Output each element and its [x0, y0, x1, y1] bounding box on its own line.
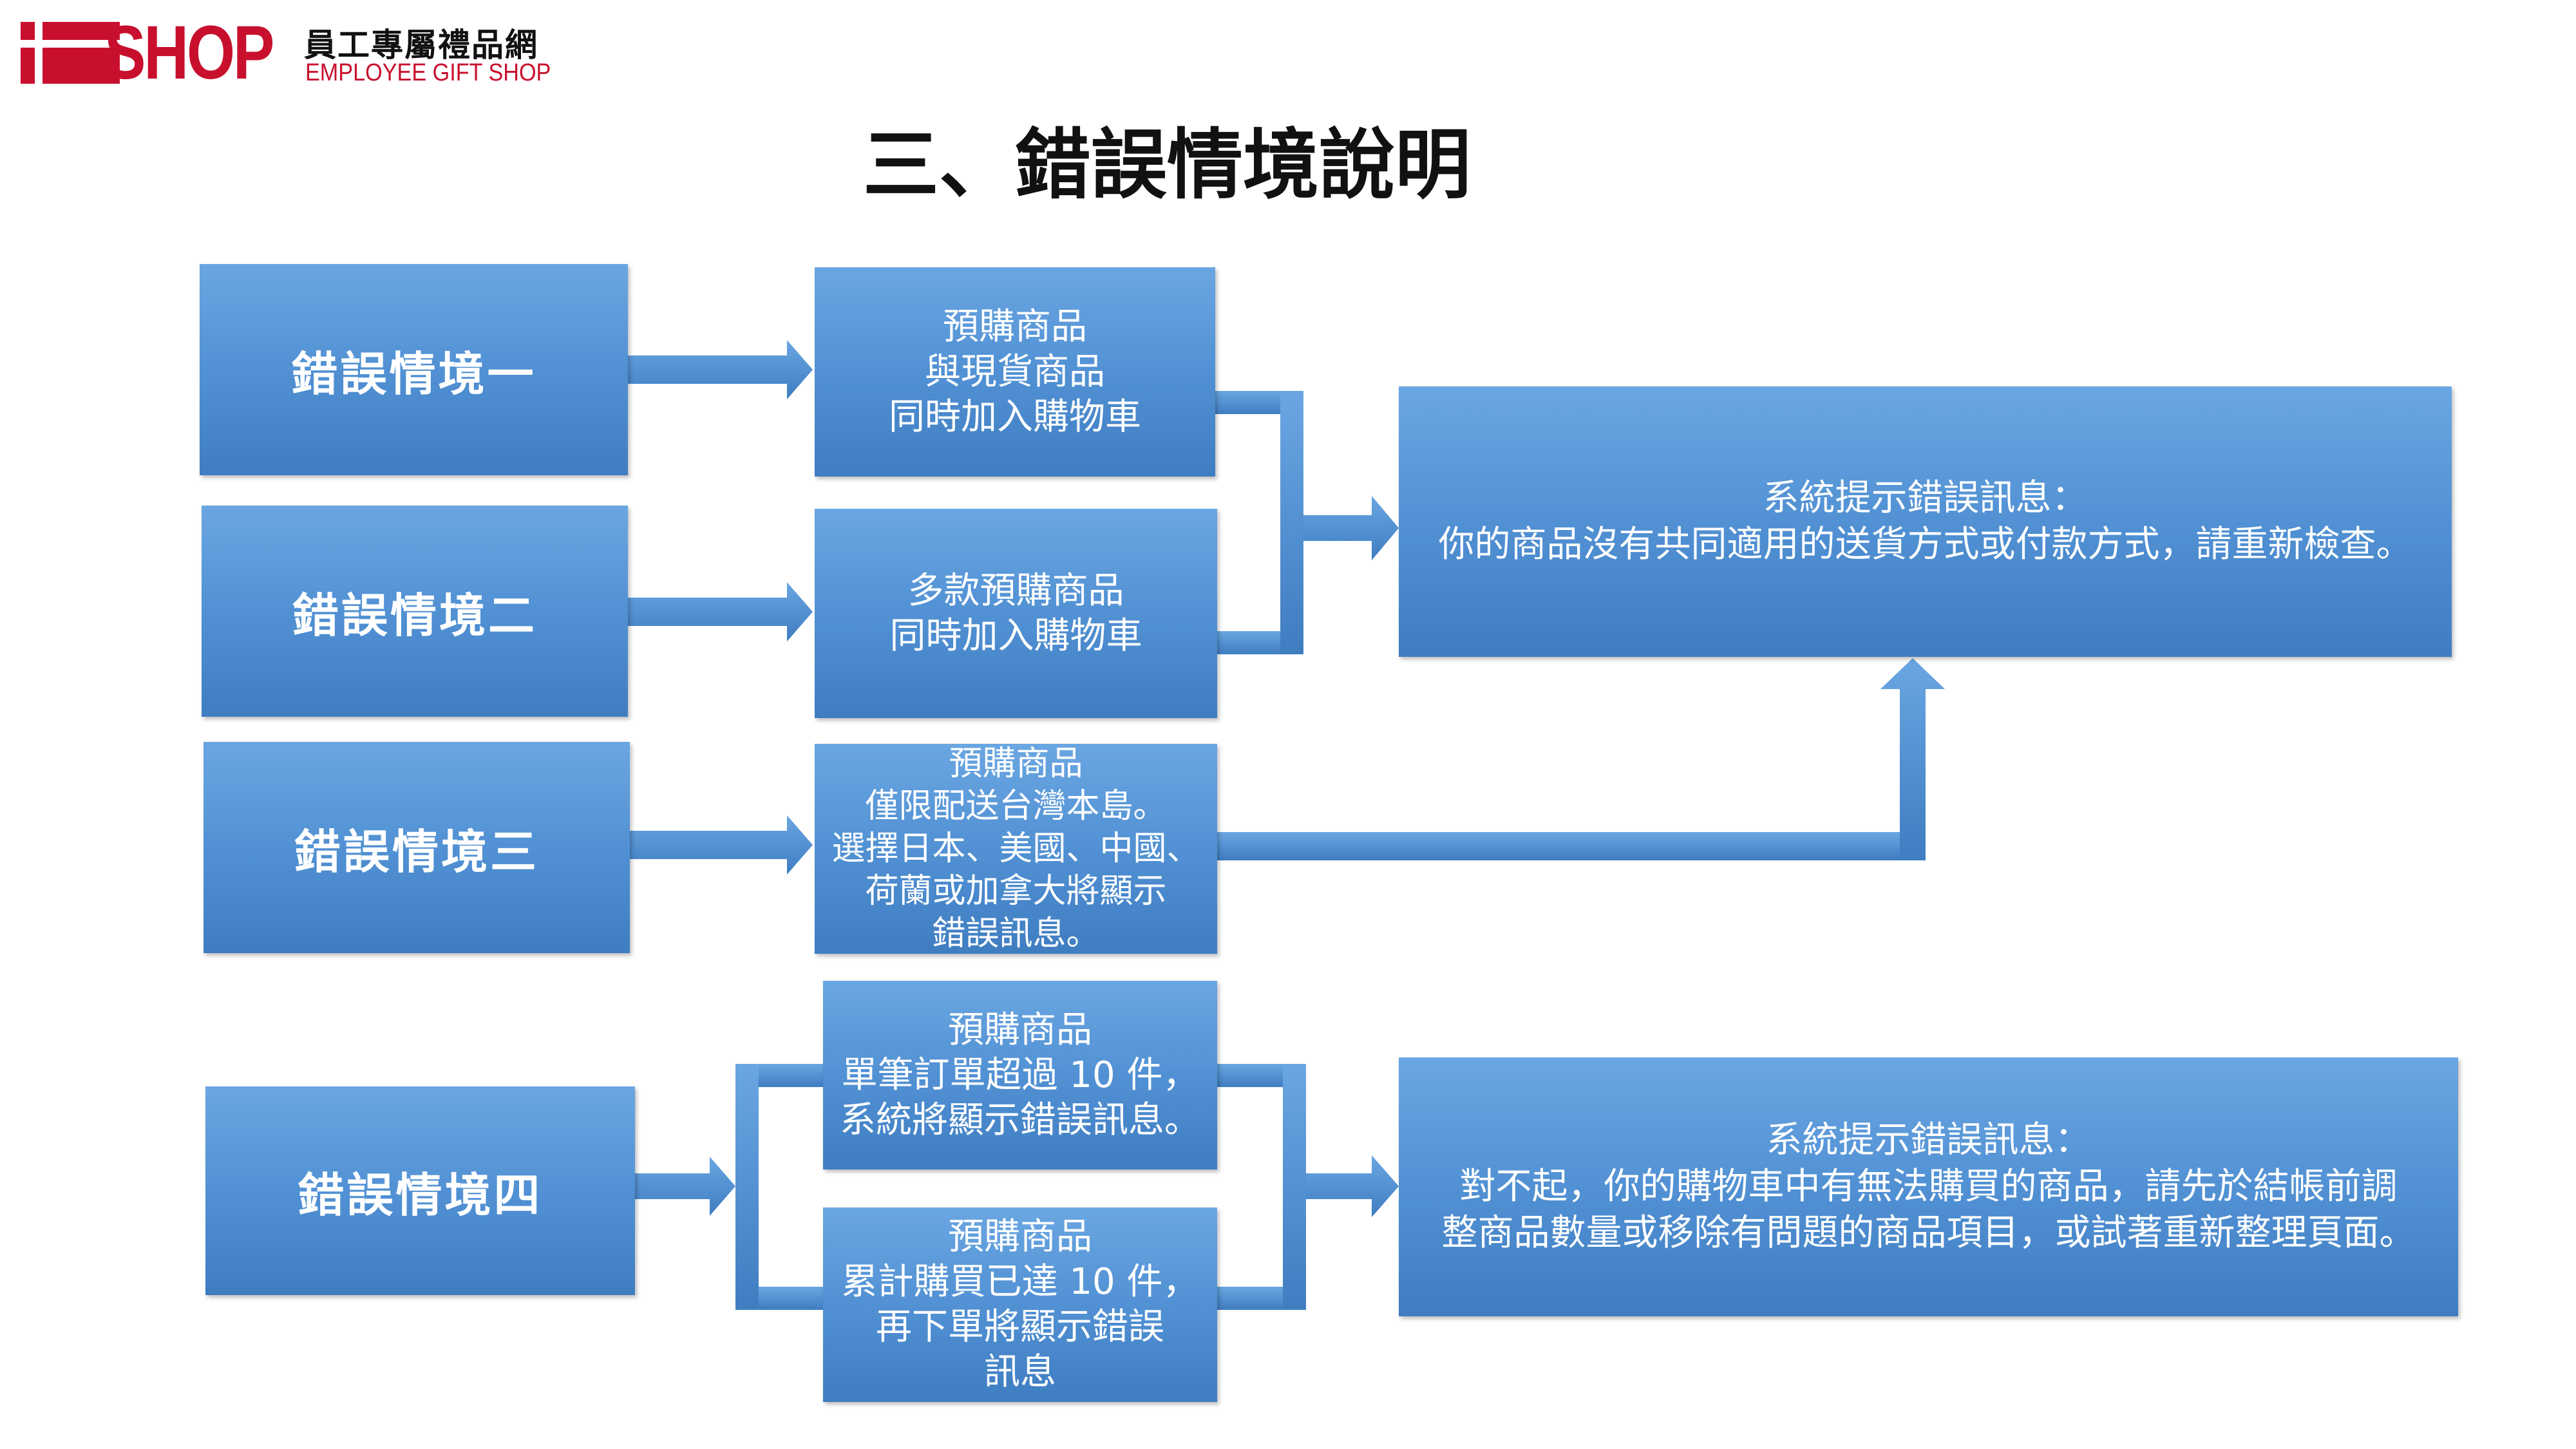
condition-1-box: 預購商品 與現貨商品 同時加入購物車 — [815, 267, 1215, 477]
result-1-line: 系統提示錯誤訊息： — [1763, 477, 2088, 519]
arrow-to-result2 — [1306, 1155, 1399, 1217]
condition-4a-line: 系統將顯示錯誤訊息。 — [840, 1099, 1200, 1141]
shop-logo[interactable]: SHOP 員工專屬禮品網 EMPLOYEE GIFT SHOP — [21, 10, 551, 95]
condition-4b-line: 累計購買已達 10 件， — [841, 1261, 1199, 1303]
arrow-scenario4 — [634, 1157, 735, 1216]
condition-3-line: 僅限配送台灣本島。 — [865, 787, 1167, 826]
condition-2-box: 多款預購商品 同時加入購物車 — [815, 509, 1217, 718]
arrow-up-result1 — [1880, 658, 1945, 860]
condition-4b-line: 預購商品 — [948, 1216, 1092, 1258]
arrow-scenario2 — [628, 582, 813, 641]
logo-name-en: EMPLOYEE GIFT SHOP — [305, 59, 551, 86]
condition-4a-line: 單筆訂單超過 10 件， — [841, 1054, 1199, 1096]
connector-cond3 — [1217, 832, 1926, 860]
logo-name-zh: 員工專屬禮品網 — [304, 26, 538, 64]
logo-mark-icon — [21, 22, 120, 84]
bracket-vertical — [1280, 391, 1303, 654]
scenario-1-box: 錯誤情境一 — [200, 264, 628, 475]
condition-1-line: 同時加入購物車 — [889, 395, 1141, 438]
condition-1-line: 與現貨商品 — [925, 350, 1105, 393]
condition-4b-line: 訊息 — [984, 1351, 1056, 1393]
condition-3-line: 荷蘭或加拿大將顯示 — [865, 872, 1167, 911]
result-1-box: 系統提示錯誤訊息： 你的商品沒有共同適用的送貨方式或付款方式，請重新檢查。 — [1399, 386, 2452, 657]
page-title: 三、錯誤情境說明 — [863, 120, 1472, 209]
result-1-line: 你的商品沒有共同適用的送貨方式或付款方式，請重新檢查。 — [1438, 524, 2412, 565]
condition-3-line: 預購商品 — [949, 744, 1083, 783]
arrow-scenario3 — [628, 815, 813, 875]
condition-2-line: 同時加入購物車 — [889, 614, 1142, 657]
result-2-line: 系統提示錯誤訊息： — [1766, 1119, 2091, 1161]
result-2-line: 整商品數量或移除有問題的商品項目，或試著重新整理頁面。 — [1441, 1212, 2416, 1254]
condition-3-line: 錯誤訊息。 — [932, 914, 1100, 953]
condition-4a-box: 預購商品 單筆訂單超過 10 件， 系統將顯示錯誤訊息。 — [823, 981, 1217, 1170]
condition-3-box: 預購商品 僅限配送台灣本島。 選擇日本、美國、中國、 荷蘭或加拿大將顯示 錯誤訊… — [815, 744, 1217, 954]
scenario-4-box: 錯誤情境四 — [205, 1086, 635, 1295]
bracket4-left-vertical — [735, 1064, 759, 1310]
condition-4b-line: 再下單將顯示錯誤 — [876, 1306, 1164, 1348]
condition-4a-line: 預購商品 — [948, 1009, 1092, 1051]
condition-3-line: 選擇日本、美國、中國、 — [831, 829, 1200, 868]
condition-1-line: 預購商品 — [943, 305, 1087, 348]
logo-brand: SHOP — [104, 10, 274, 95]
scenario-3-box: 錯誤情境三 — [204, 742, 630, 953]
bracket4-right-vertical — [1283, 1064, 1306, 1310]
result-2-box: 系統提示錯誤訊息： 對不起，你的購物車中有無法購買的商品，請先於結帳前調 整商品… — [1399, 1057, 2458, 1316]
condition-4b-box: 預購商品 累計購買已達 10 件， 再下單將顯示錯誤 訊息 — [823, 1208, 1217, 1402]
condition-2-line: 多款預購商品 — [907, 569, 1124, 612]
scenario-2-box: 錯誤情境二 — [202, 506, 628, 717]
result-2-line: 對不起，你的購物車中有無法購買的商品，請先於結帳前調 — [1459, 1166, 2398, 1208]
arrow-to-result1 — [1303, 496, 1399, 560]
arrow-scenario1 — [628, 340, 813, 399]
